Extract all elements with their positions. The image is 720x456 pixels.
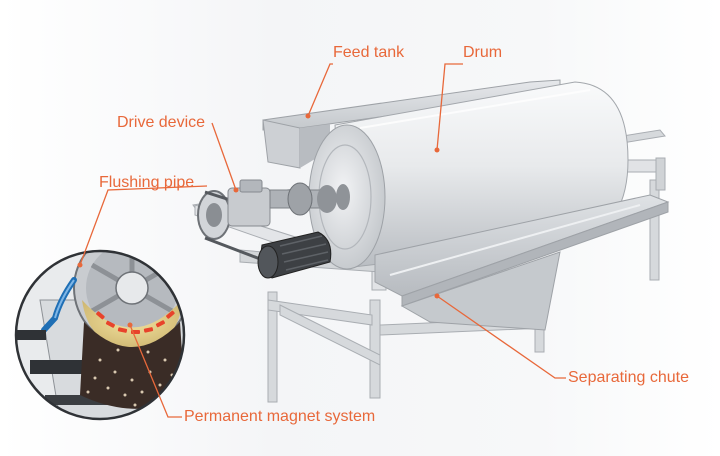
callout-drum [436,63,463,151]
label-separating-chute: Separating chute [568,369,689,386]
label-drive-device: Drive device [117,114,206,131]
label-flushing-pipe: Flushing pipe [99,174,195,191]
callout-drive-device [211,122,237,191]
callout-separating-chute [436,295,566,379]
separating-chute [374,194,670,331]
label-permanent-magnet-system: Permanent magnet system [184,408,376,425]
callout-flushing-pipe [79,185,208,266]
flushing-pipe [41,277,77,333]
label-feed-tank: Feed tank [333,44,405,61]
callout-magnet-system [129,324,182,418]
drive-device [197,179,337,279]
cutaway-detail [14,249,186,421]
callout-lines [77,63,566,418]
label-drum: Drum [463,44,503,61]
magnet-blocks [96,310,175,334]
callout-feed-tank [307,63,333,117]
drive-motor [257,231,332,279]
